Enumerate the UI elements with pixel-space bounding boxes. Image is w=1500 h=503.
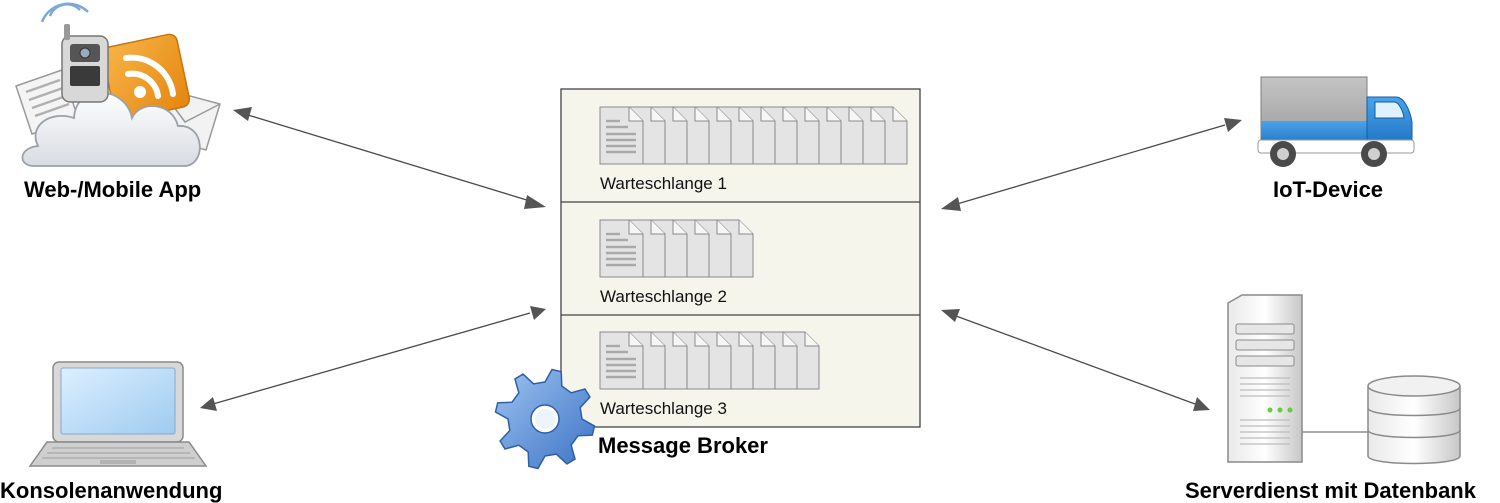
queue-label: Warteschlange 1 [600,174,727,193]
wheel [1270,141,1296,167]
iot-device-node: IoT-Device [1257,76,1415,202]
cloud-icon [21,91,201,167]
gear-icon [494,368,596,470]
web-mobile-app-icon [15,2,221,167]
queue-3: Warteschlange 3 [599,331,820,418]
arrowhead [941,197,961,211]
web-mobile-app-node: Web-/Mobile App [15,2,221,202]
edge-console-broker [200,306,546,411]
queue-label: Warteschlange 3 [600,399,727,418]
queue-1: Warteschlange 1 [599,106,908,193]
web-mobile-app-label: Web-/Mobile App [24,177,201,202]
console-app-node: Konsolenanwendung [0,361,222,503]
queue-label: Warteschlange 2 [600,287,727,306]
arrowhead [200,397,217,411]
server-db-node: Serverdienst mit Datenbank [1185,294,1477,503]
broker-label: Message Broker [598,433,768,458]
console-app-label: Konsolenanwendung [0,478,222,503]
database-icon [1367,375,1461,465]
arrowhead [1193,397,1210,411]
arrowhead [530,306,546,320]
edge-server-broker [941,309,1210,411]
wheel [1361,141,1387,167]
arrowhead [941,309,960,322]
message-document-icon [599,219,644,278]
arrowhead [1224,118,1242,132]
signal-icon [40,2,89,23]
message-document-icon [599,331,644,390]
edge-web-app-broker [233,107,546,209]
arrowhead [524,195,546,209]
server-icon [1227,294,1303,463]
edges [200,107,1242,411]
queue-2: Warteschlange 2 [599,219,754,306]
message-broker: Warteschlange 1 Warteschlange 2 Wartesch… [494,88,921,470]
arrowhead [233,107,252,121]
rss-icon [101,33,191,121]
edge-iot-broker [941,118,1242,211]
message-document-icon [599,106,644,165]
iot-device-label: IoT-Device [1273,177,1383,202]
server-db-label: Serverdienst mit Datenbank [1185,478,1477,503]
mobile-phone-icon [61,24,109,103]
truck-icon [1257,76,1415,167]
laptop-icon [28,361,208,467]
